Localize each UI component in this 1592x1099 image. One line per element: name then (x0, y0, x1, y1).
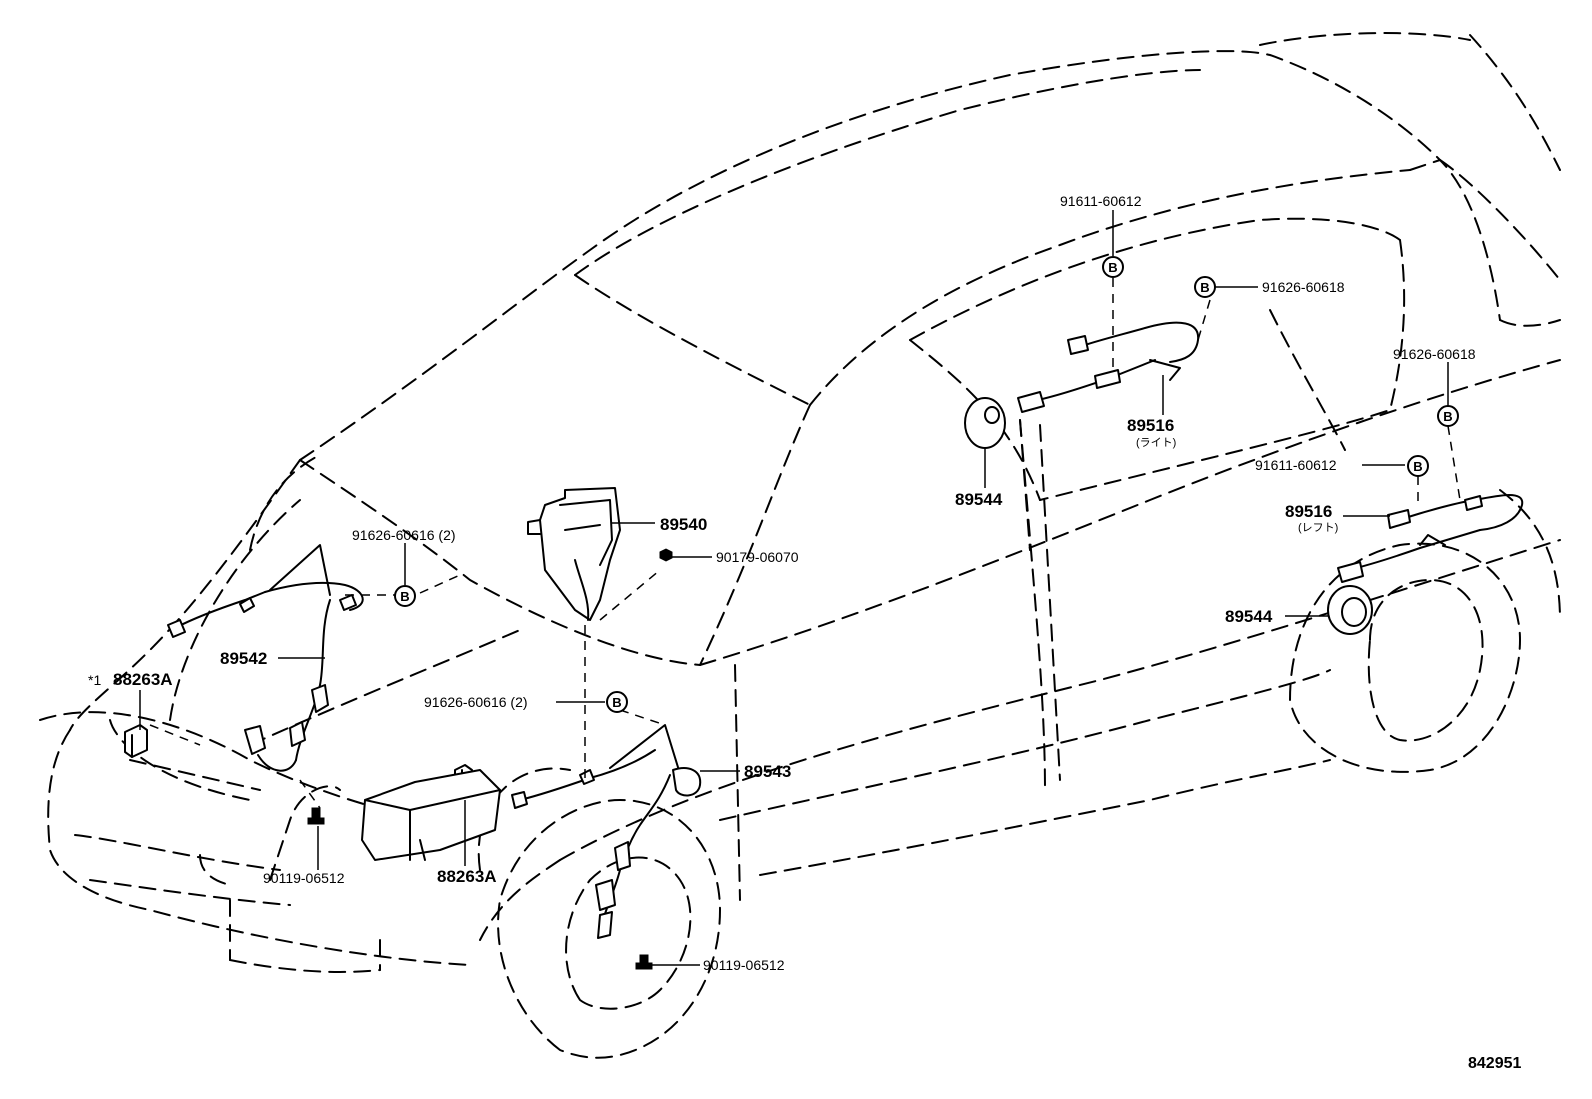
label-89516-left-sub: (レフト) (1298, 522, 1338, 534)
label-89516-right-sub: (ライト) (1136, 437, 1176, 449)
callout-b-1: B (394, 585, 416, 607)
sensor-wire-89543 (511, 724, 702, 939)
sensor-wire-89516-right (1017, 321, 1200, 413)
sensor-rotor-89544-left (1327, 585, 1373, 635)
callout-b-5: B (1437, 405, 1459, 427)
label-91626-60618-b: 91626-60618 (1393, 346, 1476, 362)
callout-b-4: B (1194, 276, 1216, 298)
callout-b-2: B (606, 691, 628, 713)
label-91626-60618-a: 91626-60618 (1262, 279, 1345, 295)
abs-actuator (361, 769, 501, 861)
callout-b-6: B (1407, 455, 1429, 477)
part-labels: 89540 90179-06070 91626-60616 (2) 89542 … (88, 193, 1476, 973)
label-88263a-top: 88263A (113, 670, 173, 689)
bolt-90119-a (307, 807, 325, 825)
label-89540: 89540 (660, 515, 707, 534)
label-89516-left: 89516 (1285, 502, 1332, 521)
relay-88263a-top (124, 724, 148, 758)
svg-text:B: B (1443, 409, 1452, 424)
label-89544-b: 89544 (1225, 607, 1273, 626)
nut-90179 (659, 548, 673, 562)
label-91626-60616-a: 91626-60616 (2) (352, 527, 456, 543)
svg-text:B: B (400, 589, 409, 604)
svg-text:B: B (612, 695, 621, 710)
label-89543: 89543 (744, 762, 791, 781)
svg-text:B: B (1108, 260, 1117, 275)
label-89516-right: 89516 (1127, 416, 1174, 435)
label-90119-06512-a: 90119-06512 (263, 870, 345, 886)
vehicle-outline (39, 32, 1561, 1059)
callout-b-3: B (1102, 256, 1124, 278)
label-89542: 89542 (220, 649, 267, 668)
label-91611-60612-b: 91611-60612 (1255, 457, 1337, 473)
computer-assy-89540 (527, 487, 621, 621)
label-89544-a: 89544 (955, 490, 1003, 509)
figure-number: 842951 (1468, 1055, 1521, 1072)
sensor-wire-89542 (167, 544, 364, 772)
label-90119-06512-b: 90119-06512 (703, 957, 785, 973)
label-note-1: *1 (88, 672, 101, 688)
sensor-rotor-89544-right (964, 397, 1006, 449)
label-91611-60612-a: 91611-60612 (1060, 193, 1142, 209)
svg-text:B: B (1200, 280, 1209, 295)
label-91626-60616-b: 91626-60616 (2) (424, 694, 528, 710)
label-88263a-bottom: 88263A (437, 867, 497, 886)
svg-text:B: B (1413, 459, 1422, 474)
bolt-90119-b (635, 954, 653, 970)
leader-lines (139, 210, 1461, 966)
label-90179-06070: 90179-06070 (716, 549, 799, 565)
sensor-wire-89516-left (1337, 494, 1524, 583)
